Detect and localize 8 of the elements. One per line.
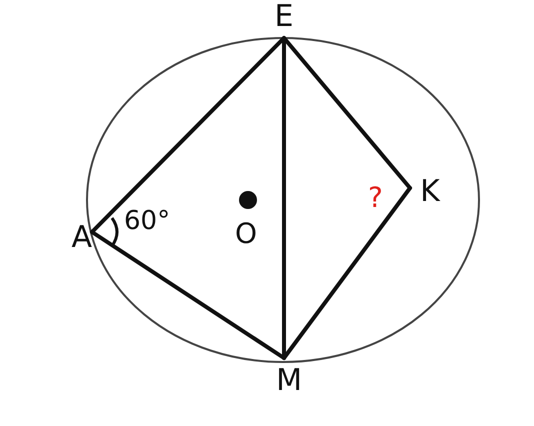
vertex-label: A [71,223,92,253]
point-label: O [235,220,258,248]
vertex-label: M [276,366,302,396]
unknown-angle-label: ? [368,184,383,212]
vertex-label: E [274,2,294,32]
vertex-label: K [420,177,440,207]
angle-label: 60° [124,208,170,234]
line-segment [282,36,286,360]
